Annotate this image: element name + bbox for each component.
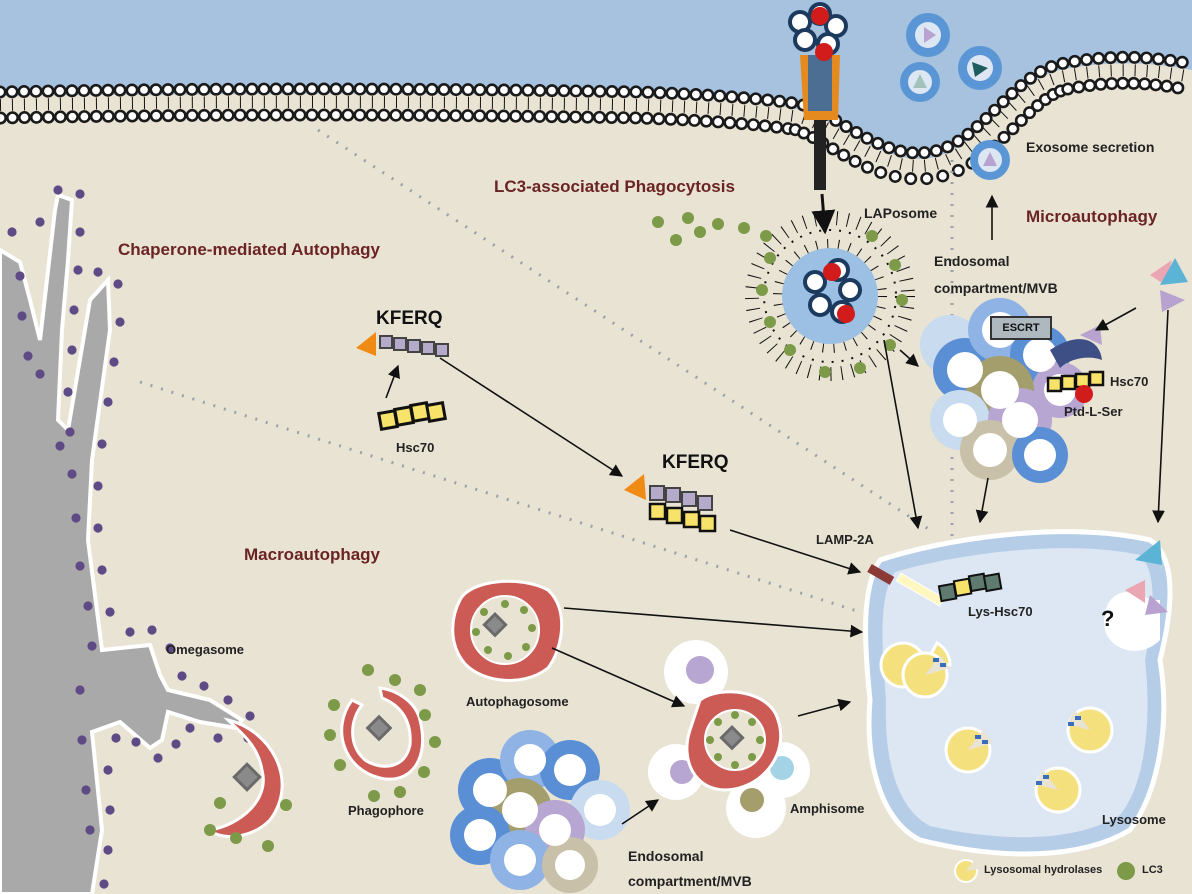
escrt-box: ESCRT bbox=[990, 316, 1052, 340]
er-network bbox=[0, 185, 255, 894]
section-title-macro: Macroautophagy bbox=[244, 545, 381, 564]
section-title-micro: Microautophagy bbox=[1026, 207, 1158, 226]
laposome bbox=[652, 211, 915, 381]
label-hsc70-micro: Hsc70 bbox=[1110, 374, 1149, 389]
legend-lc3-label: LC3 bbox=[1142, 864, 1163, 876]
section-title-cma: Chaperone-mediated Autophagy bbox=[118, 240, 380, 259]
label-lysosome: Lysosome bbox=[1102, 812, 1166, 827]
hsc70-cma bbox=[376, 400, 448, 432]
label-omegasome: Omegasome bbox=[166, 642, 245, 657]
section-title-lap: LC3-associated Phagocytosis bbox=[494, 177, 735, 196]
lap-receptor bbox=[788, 2, 848, 190]
label-endosomal-bottom-line2: compartment/MVB bbox=[628, 873, 752, 889]
pathway-arrows bbox=[385, 193, 1169, 825]
endosomal-mvb-bottom bbox=[450, 730, 630, 893]
extracellular-space bbox=[0, 0, 1192, 159]
cma-substrate-2 bbox=[624, 474, 717, 533]
label-endosomal-top-line1: Endosomal bbox=[934, 253, 1010, 269]
hsc70-micro bbox=[1046, 370, 1105, 403]
plasma-membrane bbox=[0, 50, 1192, 186]
label-amphisome: Amphisome bbox=[790, 801, 865, 816]
amphisome bbox=[648, 640, 810, 838]
lamp2a-complex bbox=[867, 564, 1003, 607]
label-laposome: LAPosome bbox=[864, 205, 938, 221]
phagophore bbox=[324, 664, 441, 802]
label-question-mark: ? bbox=[1101, 606, 1115, 631]
label-phagophore: Phagophore bbox=[348, 803, 424, 818]
label-endosomal-top-line2: compartment/MVB bbox=[934, 280, 1058, 296]
section-separators bbox=[139, 128, 954, 614]
label-lamp-2a: LAMP-2A bbox=[816, 532, 874, 547]
cma-substrate-1 bbox=[356, 332, 449, 357]
label-kferq-2: KFERQ bbox=[662, 452, 729, 473]
label-endosomal-bottom-line1: Endosomal bbox=[628, 848, 704, 864]
omegasome bbox=[204, 717, 292, 852]
legend-hydrolases-label: Lysosomal hydrolases bbox=[984, 864, 1103, 876]
label-kferq-1: KFERQ bbox=[376, 308, 443, 329]
label-hsc70-cma: Hsc70 bbox=[396, 440, 435, 455]
label-exosome-secretion: Exosome secretion bbox=[1026, 139, 1155, 155]
legend-lc3-symbol bbox=[1117, 862, 1135, 880]
micro-cargo bbox=[1080, 258, 1188, 615]
lysosomal-hydrolases bbox=[879, 640, 1114, 814]
label-lys-hsc70: Lys-Hsc70 bbox=[968, 604, 1033, 619]
label-ptd-l-ser: Ptd-L-Ser bbox=[1064, 404, 1123, 419]
legend-hydrolase-symbol bbox=[954, 859, 979, 883]
exosomes bbox=[900, 13, 1010, 180]
label-autophagosome: Autophagosome bbox=[466, 694, 569, 709]
autophagosome bbox=[451, 579, 564, 682]
